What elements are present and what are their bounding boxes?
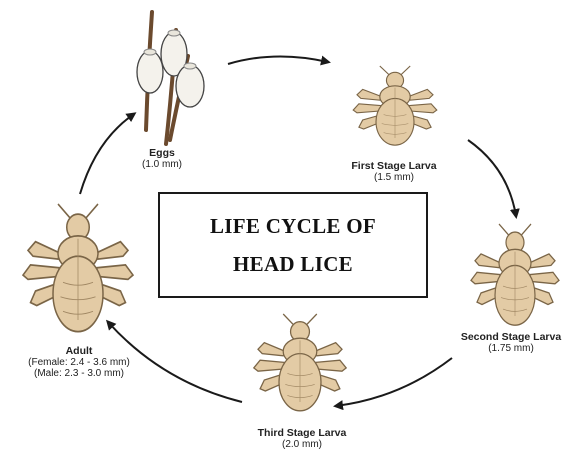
stage-size: (1.0 mm) xyxy=(122,159,202,170)
first-stage-label: First Stage Larva (1.5 mm) xyxy=(336,160,452,183)
second-stage-label: Second Stage Larva (1.75 mm) xyxy=(448,331,574,354)
stage-size-female: (Female: 2.4 - 3.6 mm) xyxy=(4,357,154,368)
stage-size-male: (Male: 2.3 - 3.0 mm) xyxy=(4,368,154,379)
arrow-eggs-to-first xyxy=(228,56,328,64)
third-stage-label: Third Stage Larva (2.0 mm) xyxy=(232,427,372,450)
first-stage-larva-illustration xyxy=(353,66,437,145)
second-stage-larva-illustration xyxy=(471,224,559,325)
eggs-label: Eggs (1.0 mm) xyxy=(122,147,202,170)
stage-size: (1.75 mm) xyxy=(448,343,574,354)
title-line-1: LIFE CYCLE OF xyxy=(210,207,376,245)
adult-louse-illustration xyxy=(23,204,133,332)
stage-name: Third Stage Larva xyxy=(232,427,372,439)
stage-name: Eggs xyxy=(122,147,202,159)
stage-size: (2.0 mm) xyxy=(232,439,372,450)
eggs-illustration xyxy=(137,12,204,144)
stage-name: Second Stage Larva xyxy=(448,331,574,343)
title-line-2: HEAD LICE xyxy=(233,245,353,283)
stage-size: (1.5 mm) xyxy=(336,172,452,183)
arrow-first-to-second xyxy=(468,140,516,216)
third-stage-larva-illustration xyxy=(254,314,346,411)
title-box: LIFE CYCLE OF HEAD LICE xyxy=(158,192,428,298)
adult-label: Adult (Female: 2.4 - 3.6 mm) (Male: 2.3 … xyxy=(4,345,154,379)
stage-name: Adult xyxy=(4,345,154,357)
arrow-second-to-third xyxy=(336,358,452,406)
stage-name: First Stage Larva xyxy=(336,160,452,172)
